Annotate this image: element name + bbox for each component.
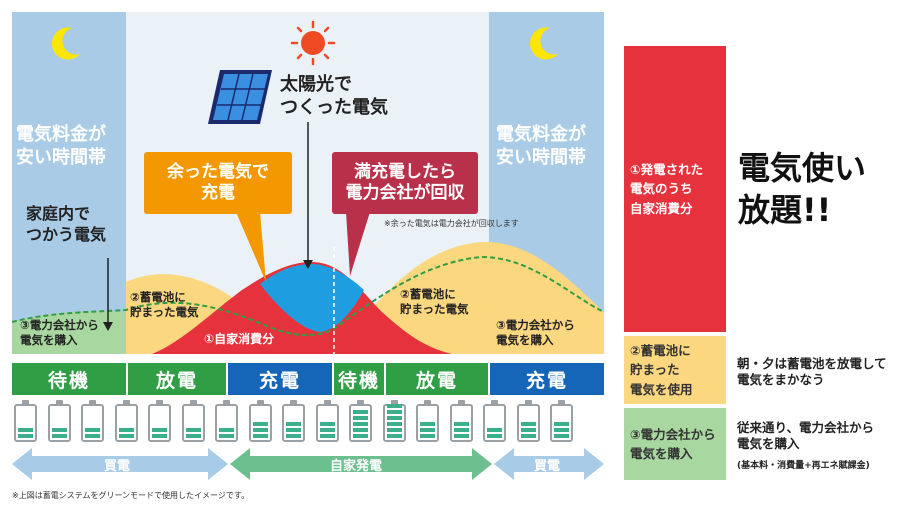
battery-icon	[550, 400, 573, 442]
moon-icon	[522, 24, 562, 64]
mode-charge-2: 充電	[490, 363, 604, 395]
legend-self-use-note: 電気使い 放題!!	[738, 149, 867, 229]
battery-icon	[181, 400, 205, 442]
legend-purchase-note: 従来通り、電力会社から 電気を購入	[737, 420, 875, 452]
self-use-label: ①自家消費分	[204, 332, 275, 346]
full-charge-callout: 満充電したら 電力会社が回収	[332, 152, 478, 214]
full-charge-note: ※余った電気は電力会社が回収します	[384, 219, 519, 228]
mode-standby-1: 待機	[12, 363, 126, 395]
legend-stored-note: 朝・夕は蓄電池を放電して 電気をまかなう	[737, 356, 887, 388]
stored-area-right	[342, 241, 604, 354]
battery-icon	[114, 400, 138, 442]
buy-arrow-right	[494, 448, 604, 480]
buy-label-right: 買電	[534, 459, 561, 474]
purchase-area	[12, 311, 126, 354]
stored-label-right: ②蓄電池に 貯まった電気	[400, 287, 469, 316]
battery-icon	[516, 400, 540, 442]
battery-icon	[449, 400, 473, 442]
legend-purchase-sub: (基本料・消費量+再エネ賦課金)	[737, 461, 870, 471]
battery-icon	[81, 400, 104, 442]
mode-charge-1: 充電	[228, 363, 332, 395]
surplus-callout: 余った電気で 充電	[144, 152, 292, 214]
battery-icon	[315, 400, 339, 442]
battery-icon	[148, 400, 171, 442]
mode-discharge-2: 放電	[386, 363, 488, 395]
energy-area-chart	[12, 122, 604, 354]
mode-discharge-1: 放電	[128, 363, 226, 395]
arrow-row	[12, 448, 604, 480]
battery-icon	[282, 400, 305, 442]
battery-icon	[349, 400, 372, 442]
battery-icon	[382, 400, 406, 442]
solar-panel-icon	[206, 66, 274, 128]
battery-icon	[215, 400, 238, 442]
night-panel-left	[12, 12, 126, 354]
home-use-label: 家庭内で つかう電気	[26, 204, 107, 244]
buy-label-left: 買電	[104, 459, 131, 474]
cheap-time-label-left: 電気料金が 安い時間帯	[16, 124, 106, 168]
buy-arrow-left	[12, 448, 228, 480]
battery-icon	[248, 400, 272, 442]
legend-purchase: ③電力会社から 電気を購入	[624, 408, 726, 480]
battery-icon	[483, 400, 506, 442]
sun-icon	[290, 20, 336, 66]
battery-icon	[47, 400, 71, 442]
purchase-label-right: ③電力会社から 電気を購入	[496, 318, 575, 347]
charge-area	[260, 264, 364, 332]
footnote: ※上図は蓄電システムをグリーンモードで使用したイメージです。	[12, 491, 250, 500]
solar-label: 太陽光で つくった電気	[280, 74, 388, 118]
usage-dashed-line	[12, 255, 604, 337]
battery-icon	[14, 400, 37, 442]
moon-icon	[44, 24, 84, 64]
legend-self-use: ①発電された 電気のうち 自家消費分	[624, 46, 726, 332]
cheap-time-label-right: 電気料金が 安い時間帯	[496, 124, 586, 168]
self-generation-arrow	[230, 448, 492, 480]
purchase-label-left: ③電力会社から 電気を購入	[20, 318, 99, 347]
legend-stored: ②蓄電池に 貯まった 電気を使用	[624, 336, 726, 404]
stored-label-left: ②蓄電池に 貯まった電気	[130, 290, 199, 319]
mode-standby-2: 待機	[334, 363, 384, 395]
self-generation-label: 自家発電	[330, 459, 383, 474]
battery-icon	[416, 400, 439, 442]
